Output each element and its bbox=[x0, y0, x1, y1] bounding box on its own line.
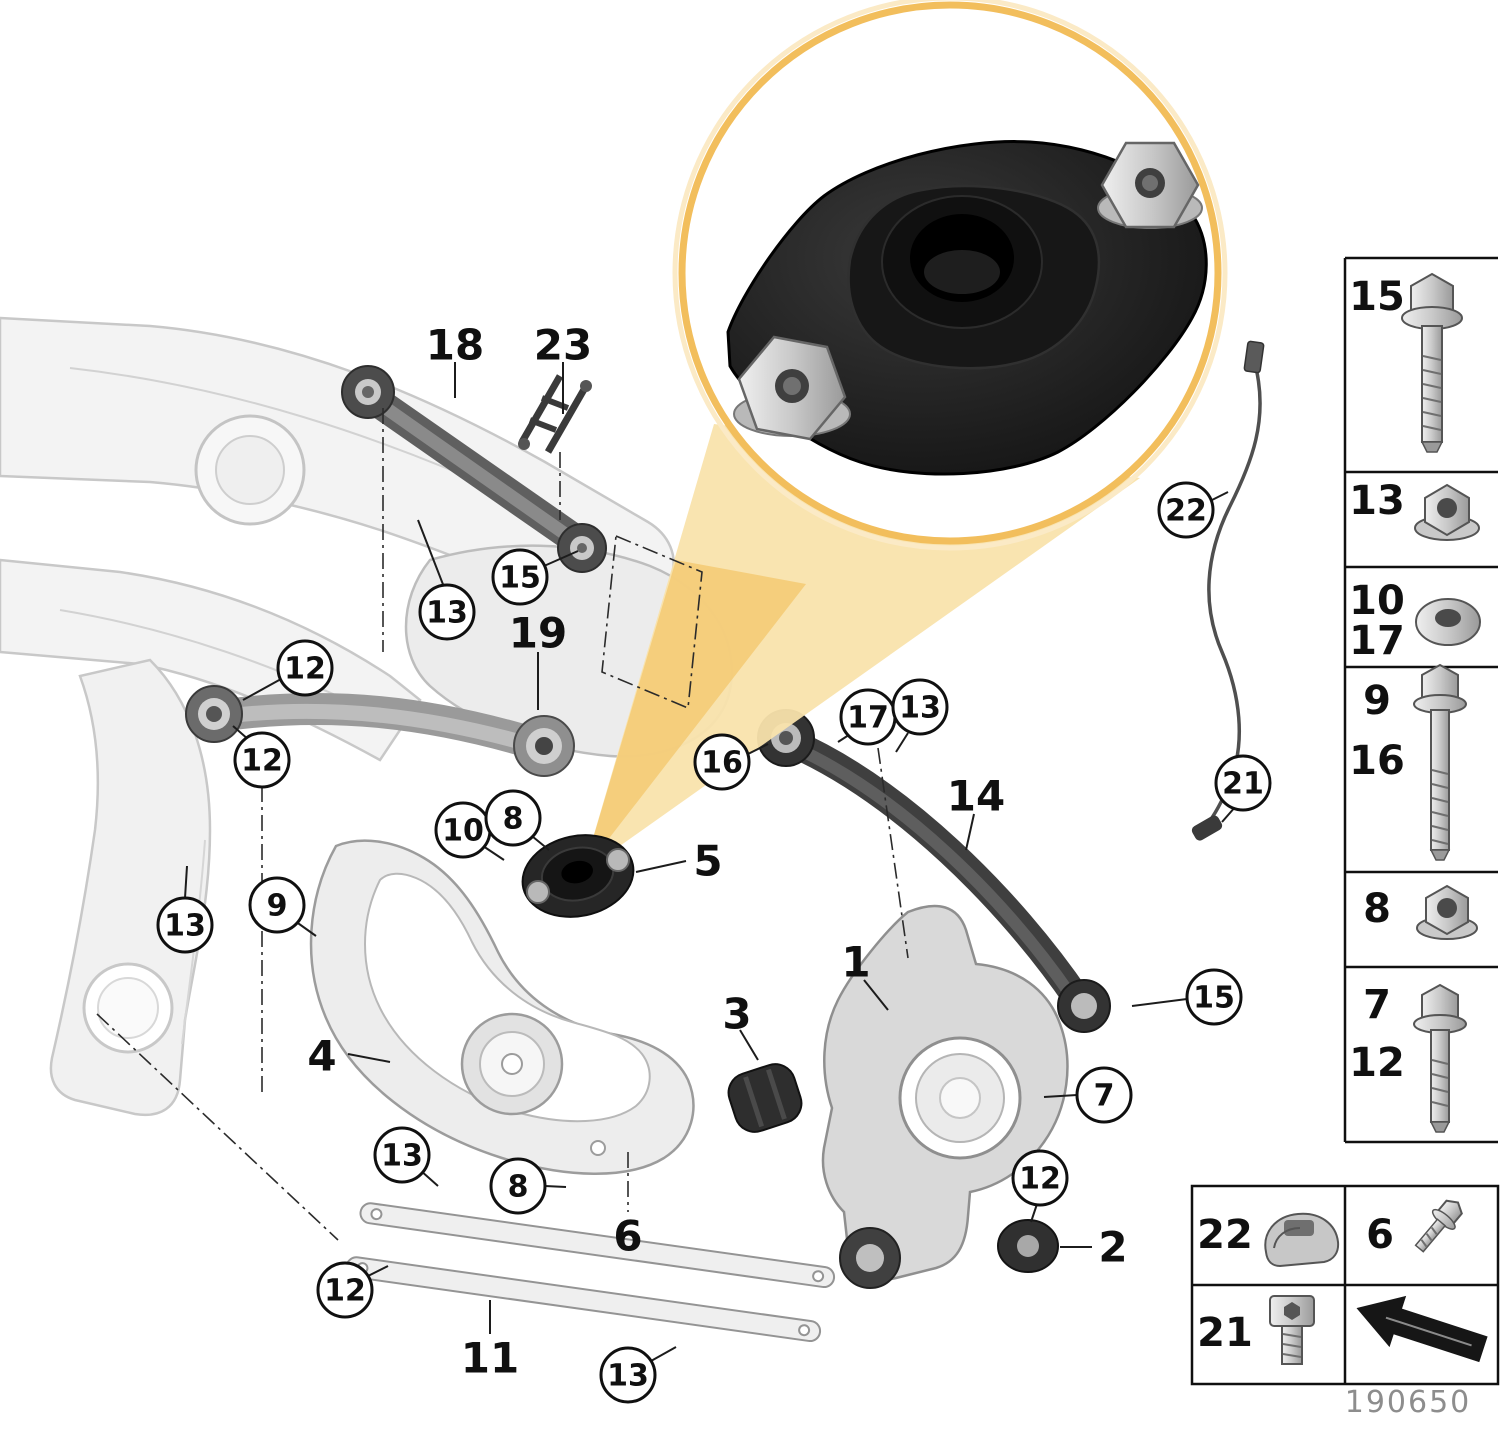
callout-13-arm18: 13 bbox=[418, 583, 476, 641]
svg-text:15: 15 bbox=[499, 561, 541, 596]
table-label-6: 6 bbox=[1366, 1212, 1394, 1258]
label-5: 5 bbox=[693, 837, 722, 886]
callout-13-arm14: 13 bbox=[891, 678, 949, 736]
circled-callouts: 15 13 12 12 13 9 10 8 16 17 13 22 21 15 … bbox=[156, 481, 1272, 1404]
legend-box: 22 21 6 bbox=[1190, 1184, 1500, 1386]
callout-13-bar: 13 bbox=[599, 1346, 657, 1404]
callout-12-arm19-lower: 12 bbox=[233, 731, 291, 789]
table-label-8: 8 bbox=[1363, 886, 1391, 932]
trailing-arm-14 bbox=[757, 709, 1111, 1033]
callout-12-arm19-upper: 12 bbox=[276, 639, 334, 697]
label-4: 4 bbox=[307, 1032, 336, 1081]
table-label-21: 21 bbox=[1197, 1310, 1253, 1356]
callout-12-bushing: 12 bbox=[1011, 1149, 1069, 1207]
svg-text:22: 22 bbox=[1165, 494, 1207, 529]
direction-arrow-icon bbox=[1356, 1295, 1488, 1363]
callout-12-bar: 12 bbox=[316, 1261, 374, 1319]
callout-15-arm14-outer: 15 bbox=[1185, 968, 1243, 1026]
cable-bracket-23 bbox=[518, 374, 592, 454]
label-19: 19 bbox=[509, 609, 567, 658]
label-23: 23 bbox=[534, 321, 592, 370]
callout-8-arm4: 8 bbox=[489, 1157, 547, 1215]
svg-text:12: 12 bbox=[284, 652, 326, 687]
svg-text:15: 15 bbox=[1193, 981, 1235, 1016]
label-18: 18 bbox=[426, 321, 484, 370]
svg-text:12: 12 bbox=[324, 1274, 366, 1309]
callout-13-arm4: 13 bbox=[373, 1126, 431, 1184]
label-3: 3 bbox=[722, 990, 751, 1039]
callout-10-mount: 10 bbox=[434, 801, 492, 859]
upper-control-arm-18 bbox=[341, 365, 607, 573]
fastener-table: 15 13 10 17 9 16 8 7 12 bbox=[1343, 256, 1498, 1144]
hex-flange-bolt-long-icon bbox=[1413, 663, 1467, 861]
svg-text:13: 13 bbox=[381, 1139, 423, 1174]
label-14: 14 bbox=[947, 772, 1005, 821]
hex-flange-nut-icon-8 bbox=[1416, 884, 1478, 940]
table-label-9: 9 bbox=[1363, 678, 1391, 724]
svg-text:12: 12 bbox=[241, 744, 283, 779]
hex-flange-bolt-icon bbox=[1401, 272, 1463, 453]
table-label-22: 22 bbox=[1197, 1212, 1253, 1258]
table-label-16: 16 bbox=[1349, 738, 1405, 784]
inset-ring-outer bbox=[672, 0, 1228, 551]
knuckle-bushing-2 bbox=[997, 1219, 1059, 1273]
svg-text:13: 13 bbox=[164, 909, 206, 944]
hex-flange-nut-icon-13 bbox=[1414, 483, 1480, 541]
hex-flange-bolt-medium-icon bbox=[1413, 983, 1467, 1133]
inset-detail bbox=[672, 0, 1228, 551]
inset-right-nut bbox=[1097, 141, 1203, 229]
svg-text:8: 8 bbox=[503, 802, 524, 837]
callout-8-mount: 8 bbox=[484, 789, 542, 847]
highlight-cone-core bbox=[583, 560, 806, 872]
shock-mount-5 bbox=[521, 834, 635, 918]
svg-text:13: 13 bbox=[607, 1359, 649, 1394]
svg-text:13: 13 bbox=[426, 596, 468, 631]
cable-clip-icon bbox=[1264, 1212, 1340, 1268]
callout-17-arm14: 17 bbox=[839, 688, 897, 746]
svg-text:7: 7 bbox=[1094, 1079, 1115, 1114]
svg-text:12: 12 bbox=[1019, 1162, 1061, 1197]
svg-text:13: 13 bbox=[899, 691, 941, 726]
table-label-13: 13 bbox=[1349, 478, 1405, 524]
svg-text:8: 8 bbox=[508, 1170, 529, 1205]
label-2: 2 bbox=[1098, 1223, 1127, 1272]
callout-21-sensor: 21 bbox=[1214, 754, 1272, 812]
socket-head-screw-icon bbox=[1269, 1295, 1315, 1365]
table-label-15: 15 bbox=[1349, 274, 1405, 320]
trailing-arm-bushing-3 bbox=[727, 1063, 803, 1133]
callout-16-arm14: 16 bbox=[693, 733, 751, 791]
table-label-10: 10 bbox=[1349, 578, 1405, 624]
svg-text:10: 10 bbox=[442, 814, 484, 849]
washer-icon bbox=[1415, 598, 1481, 646]
table-label-7: 7 bbox=[1363, 982, 1391, 1028]
callout-13-subframe: 13 bbox=[156, 896, 214, 954]
svg-text:21: 21 bbox=[1222, 767, 1264, 802]
label-1: 1 bbox=[841, 938, 870, 987]
small-screw-icon bbox=[1414, 1199, 1463, 1253]
guide-link-arm-19 bbox=[185, 685, 575, 777]
callout-15-arm18: 15 bbox=[491, 548, 549, 606]
plain-labels: 18 23 19 5 4 3 1 14 2 6 11 bbox=[307, 321, 1127, 1383]
table-label-12: 12 bbox=[1349, 1040, 1405, 1086]
assembly-axis-lines bbox=[96, 408, 909, 1241]
lower-link-bars-11 bbox=[345, 1202, 836, 1343]
shock-mount-detail bbox=[726, 140, 1208, 476]
callout-7-knuckle: 7 bbox=[1075, 1066, 1133, 1124]
callout-9-subframe: 9 bbox=[248, 876, 306, 934]
lower-control-arm-4 bbox=[309, 839, 695, 1175]
inset-left-nut bbox=[733, 335, 851, 441]
svg-text:16: 16 bbox=[701, 746, 743, 781]
label-11: 11 bbox=[461, 1334, 519, 1383]
figure-code: 190650 bbox=[1345, 1385, 1472, 1420]
svg-text:17: 17 bbox=[847, 701, 889, 736]
label-6: 6 bbox=[613, 1212, 642, 1261]
wheel-carrier-knuckle-1 bbox=[821, 904, 1069, 1289]
table-label-17: 17 bbox=[1349, 618, 1405, 664]
svg-text:9: 9 bbox=[267, 889, 288, 924]
callout-22-sensor: 22 bbox=[1157, 481, 1215, 539]
